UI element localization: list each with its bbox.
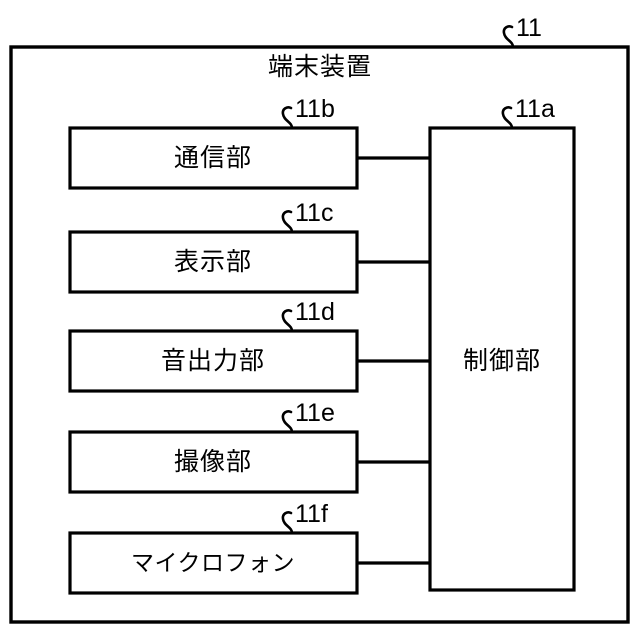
leader-line-11c [281,210,294,234]
ref-numeral-11b: 11b [295,95,335,123]
block-audio-output-unit-label: 音出力部 [161,346,265,375]
leader-line-11e [281,410,294,434]
block-microphone-label: マイクロフォン [131,551,295,577]
outer-enclosure-terminal-device [9,45,630,624]
block-communication-unit[interactable] [68,126,359,190]
leader-line-11a [501,106,514,130]
block-control-unit[interactable] [428,126,576,592]
block-display-unit[interactable] [68,230,359,294]
block-imaging-unit-label: 撮像部 [174,447,252,476]
block-display-unit-label: 表示部 [174,247,252,276]
ref-numeral-11: 11 [516,14,542,42]
ref-numeral-11a: 11a [515,95,555,123]
block-imaging-unit[interactable] [68,430,359,494]
leader-line-11d [281,309,294,333]
ref-numeral-11d: 11d [295,298,335,326]
leader-line-11 [502,25,515,49]
block-communication-unit-label: 通信部 [174,143,252,172]
leader-line-11b [281,106,294,130]
page-title-terminal-device: 端末装置 [268,52,372,81]
leader-line-11f [281,511,294,535]
block-audio-output-unit[interactable] [68,329,359,393]
ref-numeral-11c: 11c [295,199,333,227]
block-control-unit-label: 制御部 [463,346,541,375]
ref-numeral-11f: 11f [295,500,328,528]
ref-numeral-11e: 11e [295,399,335,427]
